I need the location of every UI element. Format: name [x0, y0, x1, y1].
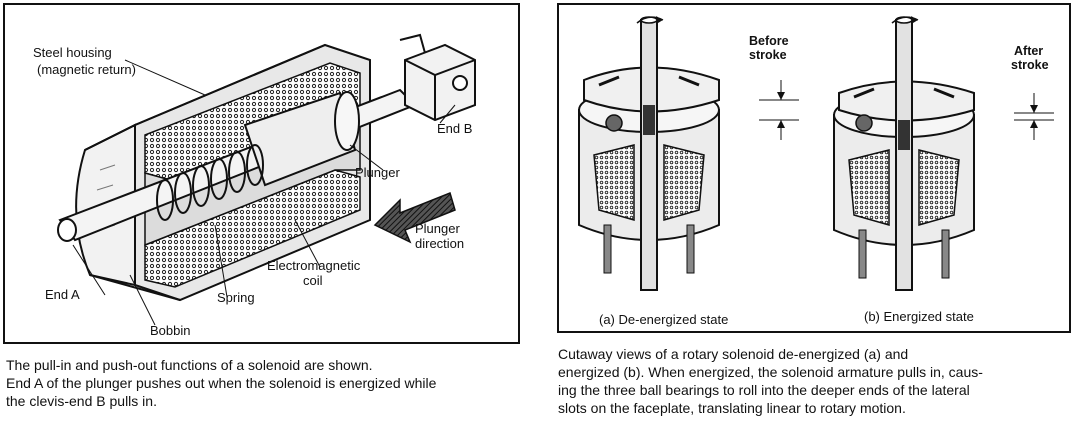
label-electromagnetic-coil-2: coil	[303, 273, 323, 288]
label-after-stroke-2: stroke	[1011, 58, 1049, 72]
label-steel-housing-1: Steel housing	[33, 45, 112, 60]
right-caption-line: slots on the faceplate, translating line…	[558, 400, 906, 416]
rotary-solenoid-figure: Before stroke After stroke (a) De-energi…	[557, 3, 1071, 333]
left-caption-line: the clevis-end B pulls in.	[6, 393, 157, 409]
rotary-solenoid-drawing: Before stroke After stroke (a) De-energi…	[578, 16, 1054, 327]
linear-solenoid-drawing: Steel housing (magnetic return) End B Pl…	[33, 33, 476, 338]
label-spring: Spring	[217, 290, 255, 305]
spring	[156, 144, 264, 221]
label-bobbin: Bobbin	[150, 323, 190, 338]
label-plunger-direction-2: direction	[415, 236, 464, 251]
linear-solenoid-figure: Steel housing (magnetic return) End B Pl…	[3, 3, 520, 344]
left-caption-line: The pull-in and push-out functions of a …	[6, 357, 373, 373]
label-after-stroke-1: After	[1014, 44, 1043, 58]
right-caption-line: ing the three ball bearings to roll into…	[558, 382, 970, 398]
after-stroke-indicator	[1014, 93, 1054, 140]
label-before-stroke-2: stroke	[749, 48, 787, 62]
label-end-b: End B	[437, 121, 472, 136]
right-caption-line: Cutaway views of a rotary solenoid de-en…	[558, 346, 909, 362]
left-caption-line: End A of the plunger pushes out when the…	[6, 375, 437, 391]
right-caption-line: energized (b). When energized, the solen…	[558, 364, 983, 380]
before-stroke-indicator	[759, 80, 799, 140]
label-electromagnetic-coil-1: Electromagnetic	[267, 258, 361, 273]
clevis-end-b	[399, 33, 476, 122]
right-figure-caption: Cutaway views of a rotary solenoid de-en…	[558, 345, 1070, 417]
left-figure-caption: The pull-in and push-out functions of a …	[6, 356, 518, 410]
label-plunger-direction-1: Plunger	[415, 221, 460, 236]
label-steel-housing-2: (magnetic return)	[37, 62, 136, 77]
rotary-solenoid-a	[578, 16, 720, 291]
label-plunger: Plunger	[355, 165, 400, 180]
rotary-solenoid-b	[833, 16, 975, 291]
label-before-stroke-1: Before	[749, 34, 789, 48]
label-state-b: (b) Energized state	[864, 309, 974, 324]
label-state-a: (a) De-energized state	[599, 312, 728, 327]
plunger-direction-arrow	[373, 191, 456, 244]
plunger	[57, 88, 417, 242]
label-end-a: End A	[45, 287, 80, 302]
